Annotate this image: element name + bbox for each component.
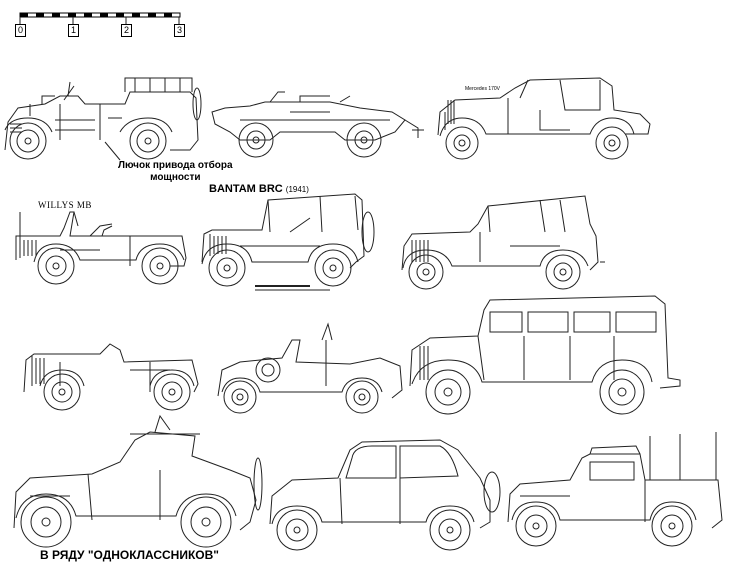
vehicle-roadster-mg [217, 322, 403, 414]
scale-label-0: 0 [15, 24, 26, 37]
vehicle-open-4x4-rack [4, 77, 202, 161]
bantam-year: (1941) [285, 185, 309, 194]
vehicle-mercedes-170v [437, 77, 651, 160]
vehicle-bantam-brc [201, 193, 375, 291]
pto-callout: Лючок привода отбора мощности [118, 160, 233, 184]
scale-label-2: 2 [121, 24, 132, 37]
scale-label-3: 3 [174, 24, 185, 37]
vehicle-amphibian [211, 91, 424, 158]
scale-bar [19, 12, 181, 24]
vehicle-tourer-top [401, 195, 605, 290]
scale-label-1: 1 [68, 24, 79, 37]
bantam-caption: BANTAM BRC (1941) [209, 183, 309, 195]
vehicle-willys-mb [15, 211, 187, 285]
mercedes-caption: Mercedes 170V [465, 86, 501, 92]
vehicle-light-open-4x4 [23, 343, 199, 411]
willys-caption: WILLYS MB [38, 200, 92, 210]
pto-callout-line1: Лючок привода отбора [118, 160, 233, 171]
vehicle-armed-4x4 [13, 414, 263, 548]
bantam-name: BANTAM BRC [209, 183, 283, 195]
vehicle-sedan [269, 439, 501, 551]
footer-caption: В РЯДУ "ОДНОКЛАССНИКОВ" [40, 548, 219, 562]
vehicle-pickup-antennas [507, 432, 723, 547]
pto-callout-line2: мощности [150, 172, 201, 183]
vehicle-closed-cab-4x4 [409, 295, 681, 415]
